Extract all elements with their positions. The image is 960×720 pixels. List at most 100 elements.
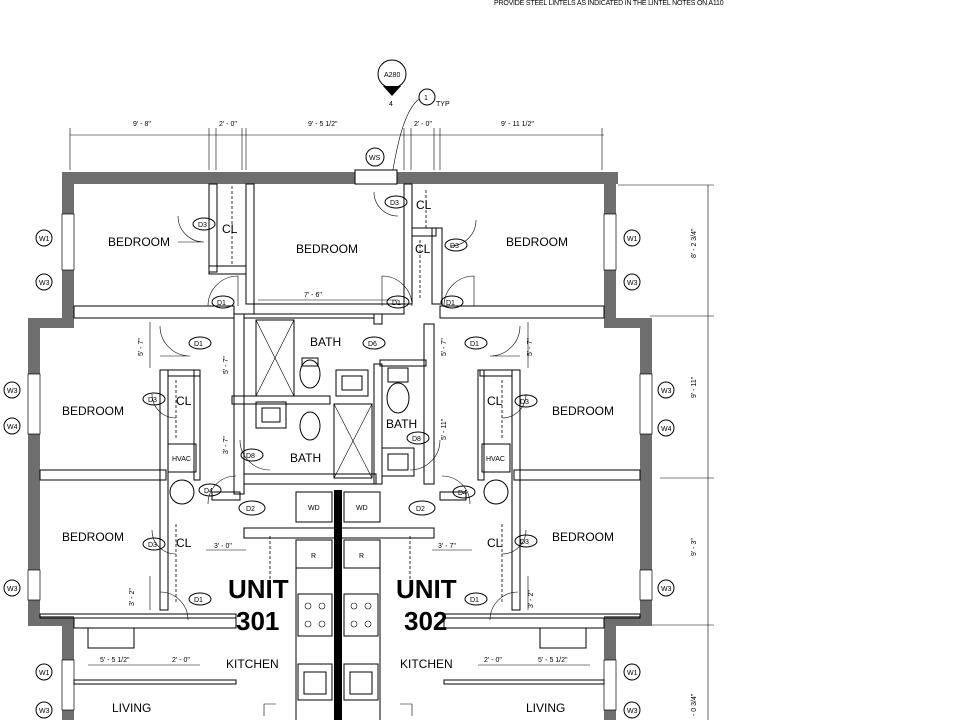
svg-text:1: 1 <box>424 95 428 102</box>
svg-text:W1: W1 <box>39 236 50 243</box>
window-tag-w3-f: W3 <box>657 579 675 597</box>
svg-text:W1: W1 <box>627 670 638 677</box>
svg-text:W3: W3 <box>627 280 638 287</box>
room-labels: BEDROOM BEDROOM BEDROOM BEDROOM BEDROOM … <box>62 198 614 715</box>
window-tag-w3-g: W3 <box>35 701 53 719</box>
closet-shelves <box>175 186 503 604</box>
svg-text:W3: W3 <box>7 388 18 395</box>
door-tag-d8-b: D8 <box>240 448 264 462</box>
svg-text:D3: D3 <box>198 222 207 229</box>
svg-text:W3: W3 <box>661 586 672 593</box>
bath-fixtures <box>255 319 415 479</box>
unit-labels: UNIT 301 UNIT 302 <box>228 574 457 636</box>
window-tag-w1-d: W1 <box>623 663 641 681</box>
windows <box>27 213 653 711</box>
bath-label-2: BATH <box>386 417 417 431</box>
door-tag-d1-f: D1 <box>188 592 212 606</box>
door-tag-d6: D6 <box>362 336 386 350</box>
dim-top-1: 9' - 8" <box>133 121 151 128</box>
svg-text:D1: D1 <box>194 341 203 348</box>
door-tag-d4-b: D4 <box>452 485 476 499</box>
kitchen-label-302: KITCHEN <box>400 657 453 671</box>
door-tag-d3-e: D3 <box>514 394 538 408</box>
closet-label-3: CL <box>415 242 431 256</box>
interior-walls <box>39 183 641 720</box>
door-swings <box>151 191 527 621</box>
svg-text:D3: D3 <box>148 542 157 549</box>
door-tags[interactable]: D3 D3 D3 D1 D1 D1 D1 D6 D1 D3 D3 D8 D8 D… <box>142 195 538 606</box>
dim-left-small-3: 3' - 7" <box>223 436 230 454</box>
fridge-tag-1: R <box>311 553 316 560</box>
washer-tag-2: WD <box>356 505 368 512</box>
kitchen-label-301: KITCHEN <box>226 657 279 671</box>
bedroom-label-ll: BEDROOM <box>62 530 124 544</box>
living-label-302: LIVING <box>526 701 565 715</box>
typ-callout[interactable]: 1 TYP <box>391 88 450 176</box>
svg-text:W3: W3 <box>627 708 638 715</box>
dim-left-small-2: 5' - 7" <box>223 356 230 374</box>
dim-left-small-5: 3' - 2" <box>129 588 136 606</box>
door-tag-d3-d: D3 <box>142 392 166 406</box>
svg-text:D1: D1 <box>194 597 203 604</box>
door-tag-d1-b: D1 <box>386 295 410 309</box>
wall-tag-ws[interactable]: WS <box>365 147 385 167</box>
svg-text:W4: W4 <box>7 424 18 431</box>
door-tag-d3-g: D3 <box>514 534 538 548</box>
door-tag-d1-e: D1 <box>464 336 488 350</box>
window-tag-w1-a: W1 <box>35 229 53 247</box>
window-tag-w3-c: W3 <box>3 381 21 399</box>
window-tag-w3-a: W3 <box>35 273 53 291</box>
door-tag-d3-b: D3 <box>384 195 408 209</box>
window-tag-w3-h: W3 <box>623 701 641 719</box>
door-tag-d3-a: D3 <box>192 217 216 231</box>
svg-text:4: 4 <box>389 101 393 108</box>
unit-302-label: UNIT <box>396 574 457 604</box>
closet-label-5: CL <box>487 394 503 408</box>
dim-top-3: 9' - 5 1/2" <box>308 121 338 128</box>
dim-center-small-1: 5' - 11" <box>441 418 448 440</box>
door-tag-d2-a: D2 <box>238 500 266 516</box>
svg-text:D3: D3 <box>520 399 529 406</box>
dim-left-small-4: 3' - 0" <box>214 543 232 550</box>
svg-text:W3: W3 <box>661 388 672 395</box>
window-tag-w3-d: W3 <box>657 381 675 399</box>
svg-text:D4: D4 <box>204 488 213 495</box>
dim-right-3: 9' - 3" <box>691 538 698 556</box>
dim-right-small-4: 3' - 2" <box>528 590 535 608</box>
svg-text:WS: WS <box>369 155 381 162</box>
svg-text:TYP: TYP <box>436 101 450 108</box>
closet-label-6: CL <box>176 536 192 550</box>
svg-text:D3: D3 <box>148 397 157 404</box>
svg-text:D2: D2 <box>246 506 255 513</box>
hvac-closets: HVAC HVAC <box>167 443 511 505</box>
dim-top-2: 2' - 0" <box>219 121 237 128</box>
svg-text:D2: D2 <box>416 506 425 513</box>
bedroom-label-tl: BEDROOM <box>108 235 170 249</box>
dim-right-4: - 0 3/4" <box>691 693 698 716</box>
interior-dimensions: 7' - 6" 5' - 7" 5' - 7" 3' - 7" 3' - 0" … <box>88 292 590 666</box>
door-tag-d3-f: D3 <box>142 537 166 551</box>
svg-text:D3: D3 <box>390 200 399 207</box>
bath-label-1: BATH <box>310 335 341 349</box>
door-tag-d1-d: D1 <box>188 336 212 350</box>
window-tag-w3-e: W3 <box>3 579 21 597</box>
bedroom-label-ml: BEDROOM <box>62 404 124 418</box>
dim-right-small-3: 3' - 7" <box>438 543 456 550</box>
hvac-label-left: HVAC <box>172 456 191 463</box>
svg-text:D1: D1 <box>470 341 479 348</box>
window-tag-w4-a: W4 <box>3 417 21 435</box>
dim-top-4: 2' - 0" <box>414 121 432 128</box>
svg-text:W3: W3 <box>7 586 18 593</box>
svg-text:W3: W3 <box>39 280 50 287</box>
window-tags[interactable]: W1 W3 W1 W3 W3 W4 W3 W4 W3 W3 W1 W3 W1 W… <box>3 229 675 719</box>
svg-text:D8: D8 <box>412 436 421 443</box>
dim-bottom-right-1: 2' - 0" <box>484 657 502 664</box>
svg-text:W1: W1 <box>39 670 50 677</box>
svg-text:D1: D1 <box>217 300 226 307</box>
dim-bottom-left-2: 2' - 0" <box>172 657 190 664</box>
section-callout[interactable]: A280 4 <box>377 59 407 108</box>
unit-302-number: 302 <box>404 606 447 636</box>
window-tag-w3-b: W3 <box>623 273 641 291</box>
svg-text:W3: W3 <box>39 708 50 715</box>
